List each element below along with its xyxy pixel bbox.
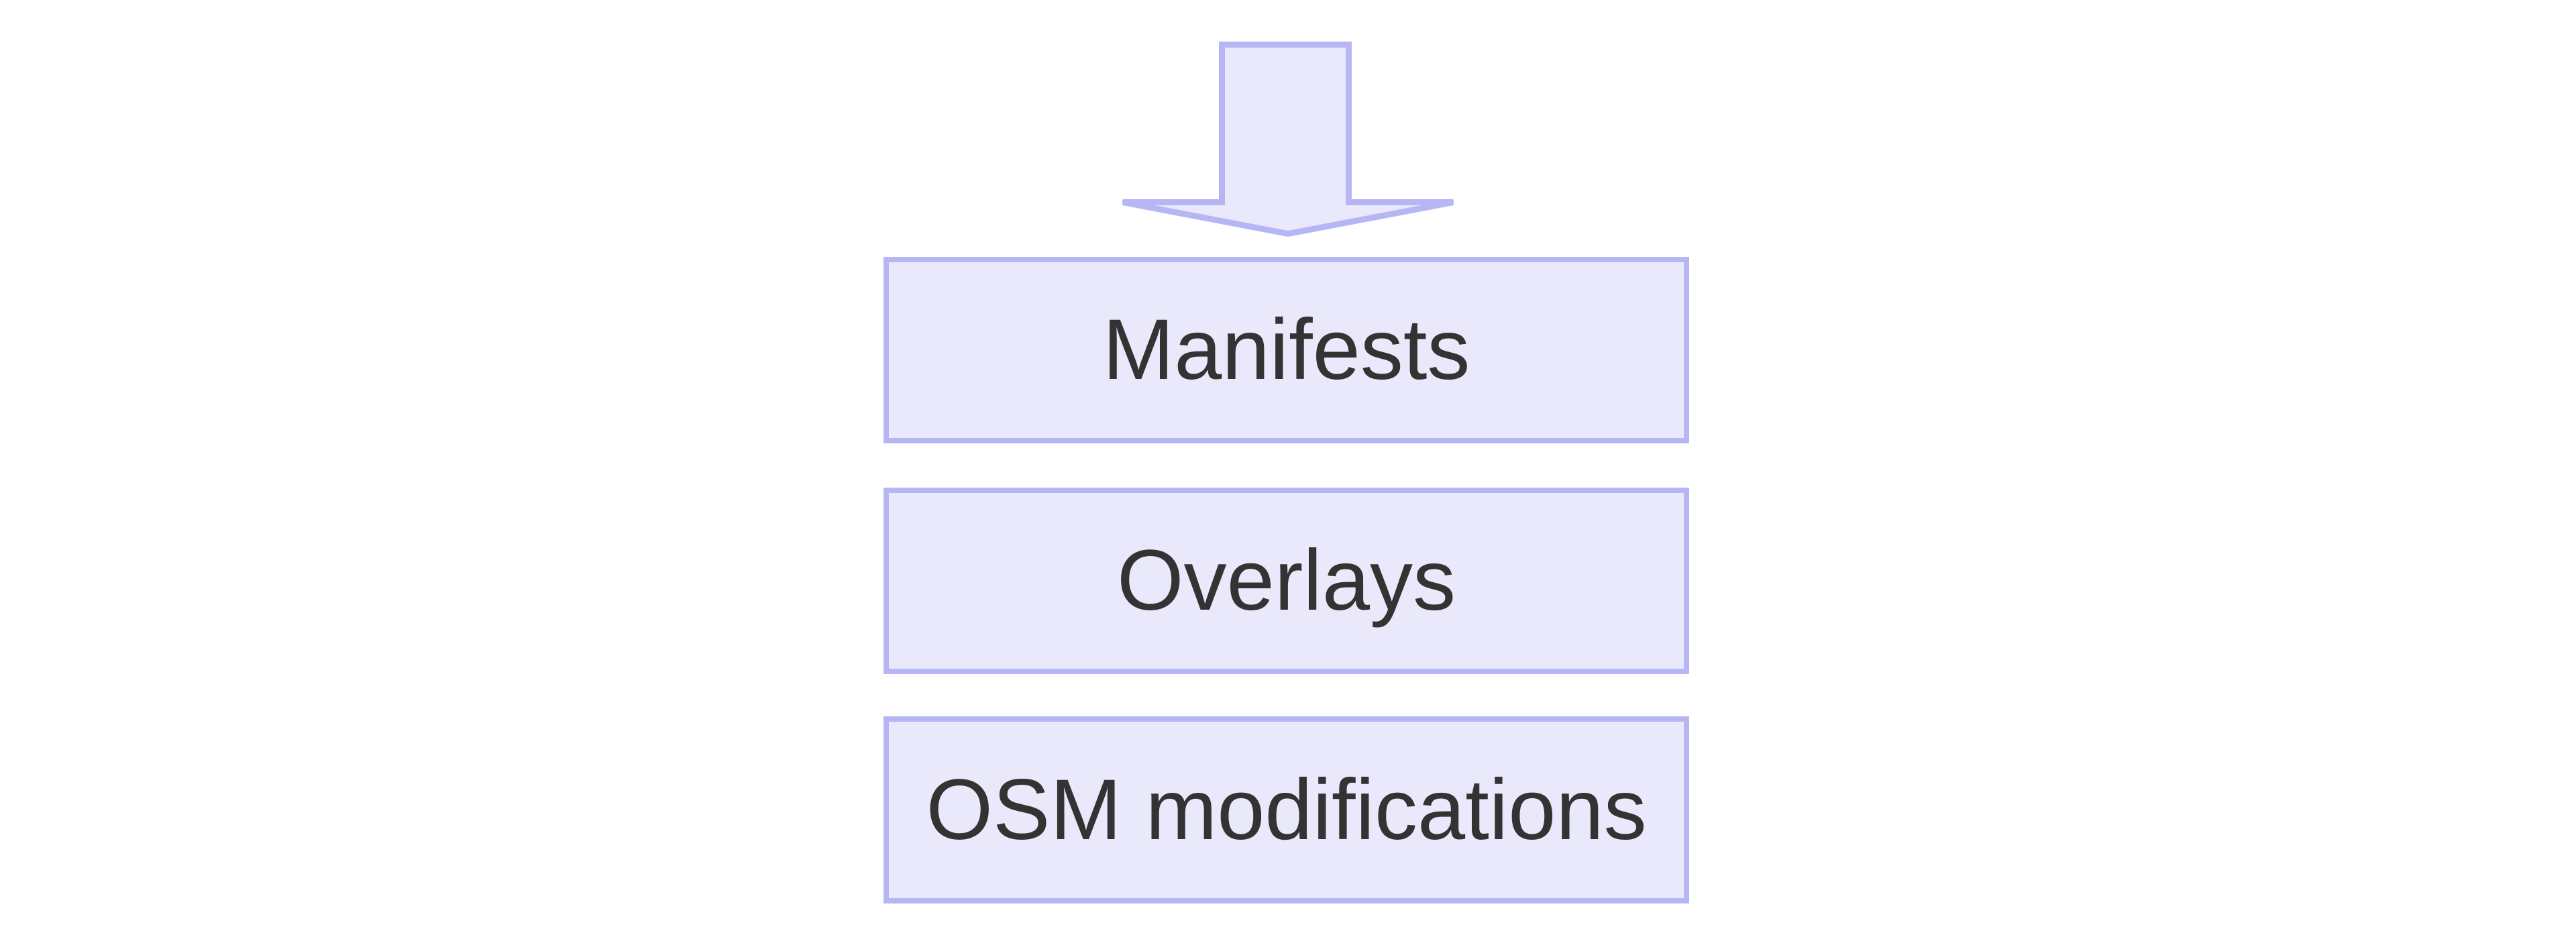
- down-arrow-icon: [1122, 42, 1454, 237]
- box-osm-modifications-label: OSM modifications: [926, 761, 1647, 858]
- box-manifests: Manifests: [883, 257, 1689, 443]
- down-arrow-shape: [1122, 42, 1454, 237]
- box-manifests-label: Manifests: [1102, 302, 1470, 398]
- box-osm-modifications: OSM modifications: [883, 716, 1689, 903]
- box-overlays: Overlays: [883, 488, 1689, 674]
- box-overlays-label: Overlays: [1117, 533, 1456, 628]
